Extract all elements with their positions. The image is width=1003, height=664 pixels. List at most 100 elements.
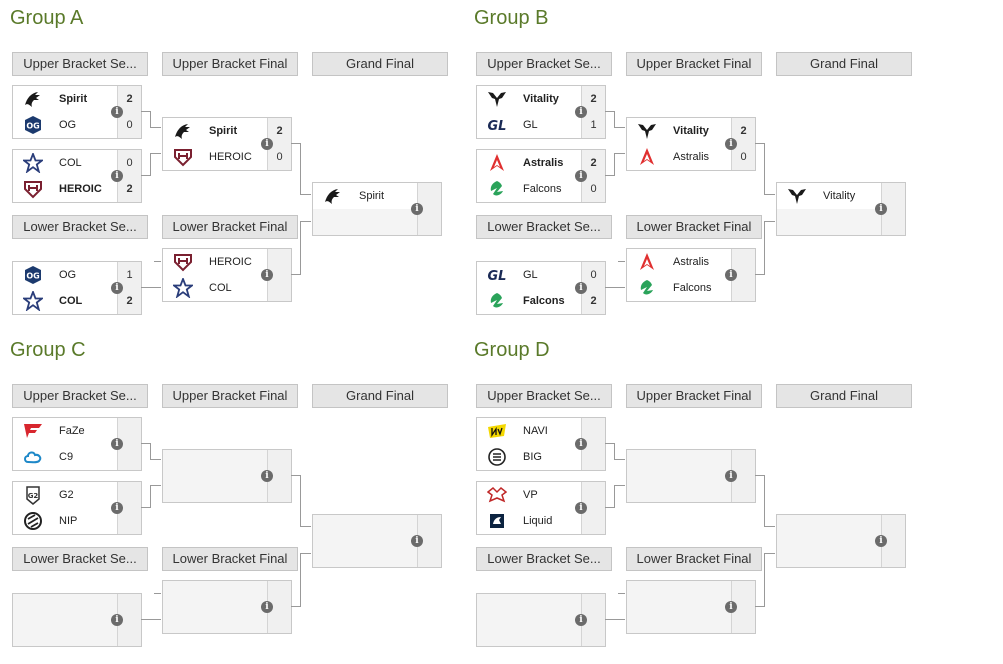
match-info-icon[interactable]: i (111, 614, 123, 626)
match-info-icon[interactable]: i (111, 106, 123, 118)
team-slot-bot[interactable] (163, 607, 267, 633)
team-slot-top[interactable]: NAVI (477, 418, 581, 445)
match-lb-f[interactable]: i (162, 580, 292, 634)
match-info-icon[interactable]: i (411, 535, 423, 547)
team-slot-top[interactable] (313, 515, 417, 542)
team-slot-top[interactable]: Astralis (627, 249, 731, 276)
team-slot-top[interactable] (627, 581, 731, 608)
match-info-icon[interactable]: i (875, 535, 887, 547)
match-info-icon[interactable]: i (111, 170, 123, 182)
team-slot-top[interactable]: COL (13, 150, 117, 177)
team-slot-top[interactable] (627, 450, 731, 477)
team-slot-bot[interactable]: Astralis (627, 144, 731, 170)
match-info-icon[interactable]: i (725, 470, 737, 482)
match-info-icon[interactable]: i (261, 269, 273, 281)
team-slot-bot[interactable] (777, 541, 881, 567)
match-info-icon[interactable]: i (575, 502, 587, 514)
team-slot-top[interactable]: Vitality (777, 183, 881, 210)
team-slot-top[interactable]: Spirit (163, 118, 267, 145)
team-slot-bot[interactable] (777, 209, 881, 235)
team-slot-top[interactable] (13, 594, 117, 621)
team-slot-top[interactable]: Spirit (13, 86, 117, 113)
team-slot-top[interactable] (163, 581, 267, 608)
match-gf[interactable]: i (312, 514, 442, 568)
team-slot-bot[interactable] (627, 476, 731, 502)
team-slot-top[interactable]: Vitality (477, 86, 581, 113)
match-info-icon[interactable]: i (575, 170, 587, 182)
team-slot-top[interactable]: Vitality (627, 118, 731, 145)
match-info-icon[interactable]: i (575, 438, 587, 450)
match-info-icon[interactable]: i (575, 282, 587, 294)
team-slot-bot[interactable]: COL (13, 288, 117, 314)
team-slot-bot[interactable] (477, 620, 581, 646)
vitality-bee-icon (637, 121, 657, 141)
match-ub-f[interactable]: i (626, 449, 756, 503)
team-slot-bot[interactable]: Falcons (627, 275, 731, 301)
team-slot-bot[interactable]: NIP (13, 508, 117, 534)
team-slot-bot[interactable] (313, 209, 417, 235)
team-slot-bot[interactable]: C9 (13, 444, 117, 470)
team-slot-bot[interactable]: COL (163, 275, 267, 301)
match-lb-f[interactable]: i (626, 580, 756, 634)
team-slot-top[interactable] (777, 515, 881, 542)
match-info-icon[interactable]: i (575, 106, 587, 118)
team-slot-bot[interactable] (627, 607, 731, 633)
team-slot-bot[interactable] (163, 476, 267, 502)
match-gf[interactable]: i (776, 514, 906, 568)
team-slot-bot[interactable]: HEROIC (163, 144, 267, 170)
match-info-icon[interactable]: i (111, 502, 123, 514)
match-info-icon[interactable]: i (261, 601, 273, 613)
team-slot-top[interactable]: Astralis (477, 150, 581, 177)
team-slot-bot[interactable] (13, 620, 117, 646)
team-slot-bot[interactable]: Falcons (477, 288, 581, 314)
bracket-connector-line (755, 143, 765, 144)
bracket-connector-line (605, 287, 625, 288)
match-ub-f[interactable]: i (162, 449, 292, 503)
team-slot-top[interactable]: VP (477, 482, 581, 509)
match-info-icon[interactable]: i (575, 614, 587, 626)
match-info-icon[interactable]: i (261, 138, 273, 150)
team-slot-top[interactable]: FaZe (13, 418, 117, 445)
match-lb-sf[interactable]: i (12, 593, 142, 647)
match-info-icon[interactable]: i (111, 282, 123, 294)
team-slot-top[interactable]: Spirit (313, 183, 417, 210)
team-slot-bot[interactable]: Falcons (477, 176, 581, 202)
team-slot-bot[interactable]: HEROIC (13, 176, 117, 202)
match-info-icon[interactable]: i (725, 138, 737, 150)
team-slot-bot[interactable]: Liquid (477, 508, 581, 534)
match-lb-sf[interactable]: i (476, 593, 606, 647)
match-info-icon[interactable]: i (875, 203, 887, 215)
match-info-icon[interactable]: i (261, 470, 273, 482)
round-header-gf: Grand Final (776, 384, 912, 408)
match-info-icon[interactable]: i (725, 601, 737, 613)
match-info-icon[interactable]: i (411, 203, 423, 215)
team-slot-bot[interactable] (313, 541, 417, 567)
team-slot-top[interactable] (477, 594, 581, 621)
team-slot-top[interactable] (163, 450, 267, 477)
team-slot-top[interactable]: HEROIC (163, 249, 267, 276)
match-info-icon[interactable]: i (111, 438, 123, 450)
team-slot-bot[interactable]: BIG (477, 444, 581, 470)
match-info-icon[interactable]: i (725, 269, 737, 281)
